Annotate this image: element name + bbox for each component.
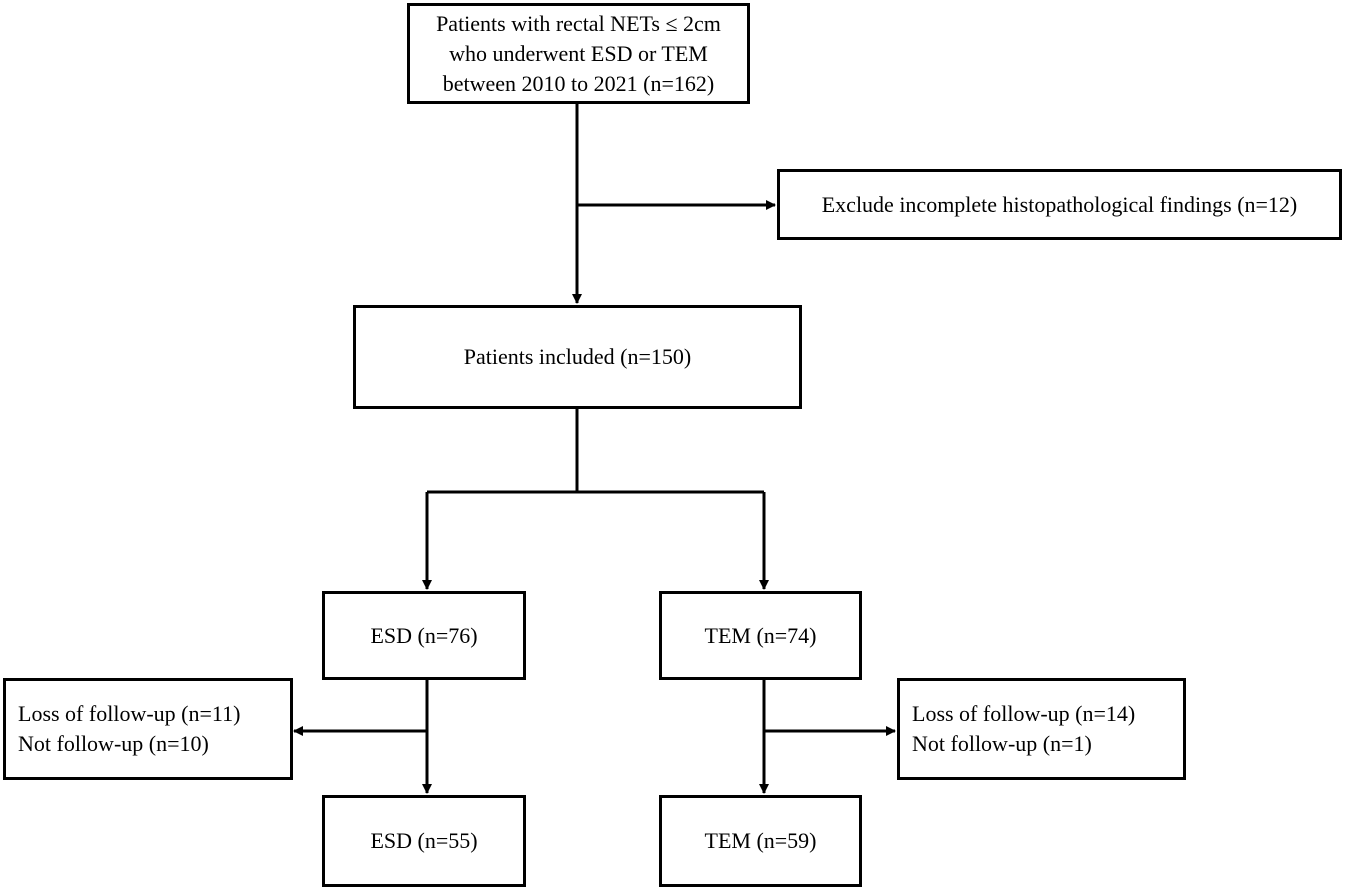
start-line-3: between 2010 to 2021 (n=162) — [442, 70, 715, 96]
esd-box: ESD (n=76) — [322, 591, 526, 680]
tem-final-line-1: TEM (n=59) — [704, 828, 817, 853]
tem-box: TEM (n=74) — [659, 591, 862, 680]
tem-loss-line-1: Loss of follow-up (n=14) — [912, 701, 1136, 726]
start-line-2: who underwent ESD or TEM — [449, 40, 708, 66]
tem-final-box: TEM (n=59) — [659, 795, 862, 887]
included-line-1: Patients included (n=150) — [463, 344, 692, 369]
tem-loss-line-2: Not follow-up (n=1) — [912, 731, 1092, 756]
esd-final-line-1: ESD (n=55) — [370, 828, 478, 853]
exclude-line-1: Exclude incomplete histopathological fin… — [821, 191, 1298, 217]
esd-loss-line-1: Loss of follow-up (n=11) — [18, 701, 241, 726]
tem-loss-box: Loss of follow-up (n=14) Not follow-up (… — [897, 678, 1186, 780]
exclude-box: Exclude incomplete histopathological fin… — [777, 169, 1342, 240]
start-box: Patients with rectal NETs ≤ 2cm who unde… — [407, 3, 750, 104]
esd-loss-line-2: Not follow-up (n=10) — [18, 731, 209, 756]
tem-line-1: TEM (n=74) — [704, 622, 817, 648]
esd-line-1: ESD (n=76) — [370, 622, 478, 648]
esd-loss-box: Loss of follow-up (n=11) Not follow-up (… — [3, 678, 293, 780]
esd-final-box: ESD (n=55) — [322, 795, 526, 887]
included-box: Patients included (n=150) — [353, 305, 802, 409]
start-line-1: Patients with rectal NETs ≤ 2cm — [436, 10, 721, 36]
